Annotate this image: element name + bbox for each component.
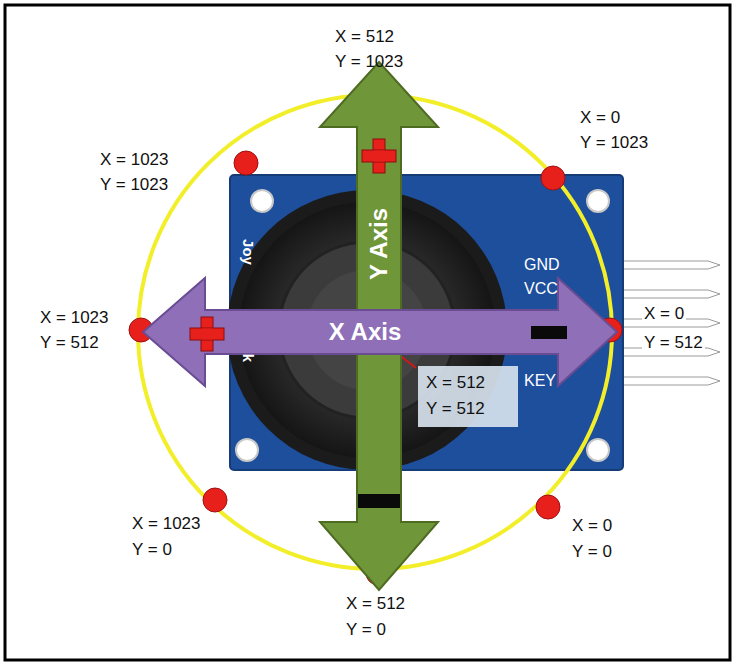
board-text: Joy [239, 239, 256, 265]
axis-label: Y Axis [365, 208, 393, 280]
coordinate-label: X = 0 [572, 516, 612, 536]
pin-name: GND [524, 256, 560, 274]
coordinate-label: Y = 512 [40, 333, 99, 353]
coordinate-label: X = 1023 [100, 150, 169, 170]
coordinate-label: Y = 0 [346, 620, 386, 640]
coordinate-label: X = 1023 [132, 514, 201, 534]
pin-name: VCC [524, 280, 558, 298]
frame-border [5, 5, 730, 660]
coordinate-label: X = 0 [642, 304, 686, 324]
pin-name: KEY [524, 372, 556, 390]
coordinate-label: Y = 1023 [335, 52, 403, 72]
center-value-box: X = 512Y = 512 [418, 366, 518, 427]
coordinate-label: X = 1023 [40, 308, 109, 328]
board-text: k [239, 354, 256, 362]
range-circle [138, 95, 612, 569]
coordinate-label: Y = 1023 [100, 175, 168, 195]
coordinate-label: X = 512 [335, 27, 394, 47]
value-text: Y = 512 [426, 396, 510, 422]
coordinate-label: Y = 0 [132, 540, 172, 560]
coordinate-label: Y = 0 [572, 542, 612, 562]
coordinate-label: Y = 512 [642, 333, 705, 353]
coordinate-label: X = 0 [580, 108, 620, 128]
coordinate-label: X = 512 [346, 594, 405, 614]
coordinate-label: Y = 1023 [580, 133, 648, 153]
value-text: X = 512 [426, 370, 510, 396]
axis-label: X Axis [329, 318, 401, 346]
